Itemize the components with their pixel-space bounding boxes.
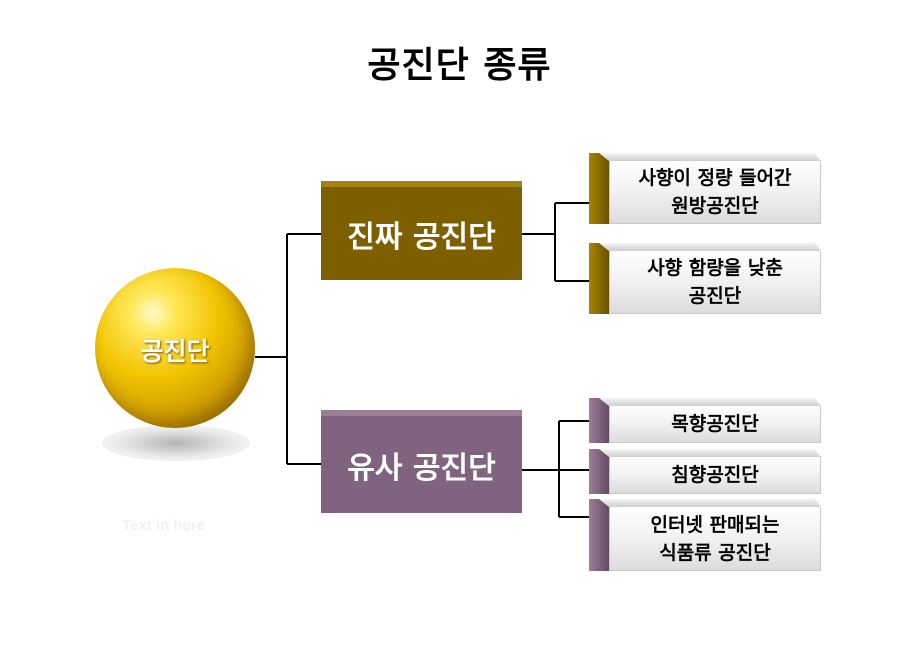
leaf-label: 사향 함량을 낮춘 공진단 [647,257,783,307]
sphere-shadow [102,425,250,461]
branch-box-real: 진짜 공진단 [321,187,522,280]
root-label: 공진단 [140,337,210,366]
leaf-label: 침향공진단 [671,464,759,486]
leaf-box: 인터넷 판매되는 식품류 공진단 [589,499,821,571]
branch-label-real: 진짜 공진단 [347,219,496,255]
leaf-label: 인터넷 판매되는 식품류 공진단 [650,513,780,564]
leaf-box: 사향 함량을 낮춘 공진단 [589,243,821,314]
leaf-label: 목향공진단 [671,413,759,435]
placeholder-text: Text in here [122,517,206,534]
diagram-title: 공진단 종류 [367,45,552,86]
branch-box-similar: 유사 공진단 [321,416,522,513]
gold-sphere [95,268,255,428]
leaf-box: 사향이 정량 들어간 원방공진단 [589,153,821,224]
leaf-box: 침향공진단 [589,449,821,494]
branch-box-top [321,181,522,187]
leaf-box: 목향공진단 [589,398,821,443]
root-node: 공진단 [95,268,255,428]
leaf-label: 사향이 정량 들어간 원방공진단 [638,167,792,217]
branch-label-similar: 유사 공진단 [347,450,496,486]
branch-box-top [321,410,522,416]
